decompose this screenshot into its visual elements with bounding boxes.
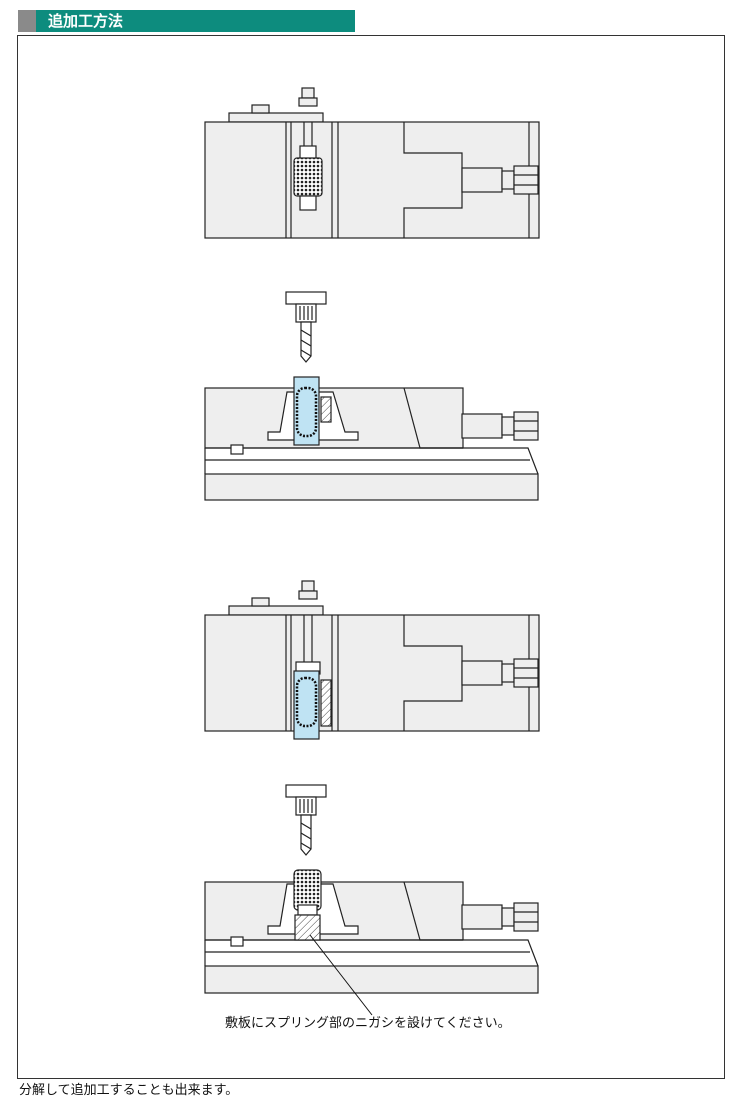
screw-shaft xyxy=(461,413,503,439)
drill-collet xyxy=(295,303,317,323)
callout-leader xyxy=(309,934,373,1016)
hatched-shim xyxy=(320,679,332,727)
drill-chuck xyxy=(285,784,327,798)
screw-head xyxy=(301,87,315,99)
spring-base xyxy=(299,195,317,211)
top-plate xyxy=(228,605,324,616)
drill-collet xyxy=(295,796,317,816)
figure-4-base-relief xyxy=(204,784,539,1016)
drill-chuck xyxy=(285,291,327,305)
base-plate xyxy=(204,965,539,994)
figure-2-drill-clearance xyxy=(204,291,539,501)
figure-1-top-view xyxy=(204,87,540,239)
screw-shaft xyxy=(461,660,503,686)
spring-section xyxy=(295,676,318,728)
screw-shaft xyxy=(461,904,503,930)
locator-pin xyxy=(230,444,244,455)
screw-collar xyxy=(298,590,318,600)
footnote: 分解して追加工することも出来ます。 xyxy=(19,1083,239,1098)
screw-shaft xyxy=(461,167,503,193)
small-block xyxy=(251,104,270,114)
shaft-collar xyxy=(501,663,515,683)
spring-base xyxy=(297,904,318,916)
hex-nut xyxy=(513,165,539,195)
hex-nut xyxy=(513,658,539,688)
hex-nut xyxy=(513,411,539,441)
section-title: 追加工方法 xyxy=(48,12,124,30)
top-plate xyxy=(228,112,324,123)
drill-bit xyxy=(300,814,312,856)
section-header: 追加工方法 xyxy=(18,10,355,32)
callout-label: 敷板にスプリング部のニガシを設けてください。 xyxy=(225,1016,511,1031)
spring-cap xyxy=(299,145,317,160)
knurled-spring xyxy=(293,157,323,197)
figure-3-top-view xyxy=(204,580,540,740)
shaft-collar xyxy=(501,170,515,190)
header-accent xyxy=(18,10,36,32)
base-plate xyxy=(204,473,539,501)
spring-section xyxy=(295,386,318,438)
base-relief-cut xyxy=(294,914,321,941)
small-block xyxy=(251,597,270,607)
screw-collar xyxy=(298,97,318,107)
shaft-collar xyxy=(501,907,515,927)
jaw-bevel xyxy=(403,387,463,449)
knurled-spring xyxy=(293,869,322,911)
shaft-collar xyxy=(501,416,515,436)
locator-pin xyxy=(230,936,244,947)
screw-head xyxy=(301,580,315,592)
jaw-bevel xyxy=(403,881,463,941)
hatched-shim xyxy=(320,396,332,423)
drill-bit xyxy=(300,321,312,363)
hex-nut xyxy=(513,902,539,932)
content-frame xyxy=(17,35,725,1079)
